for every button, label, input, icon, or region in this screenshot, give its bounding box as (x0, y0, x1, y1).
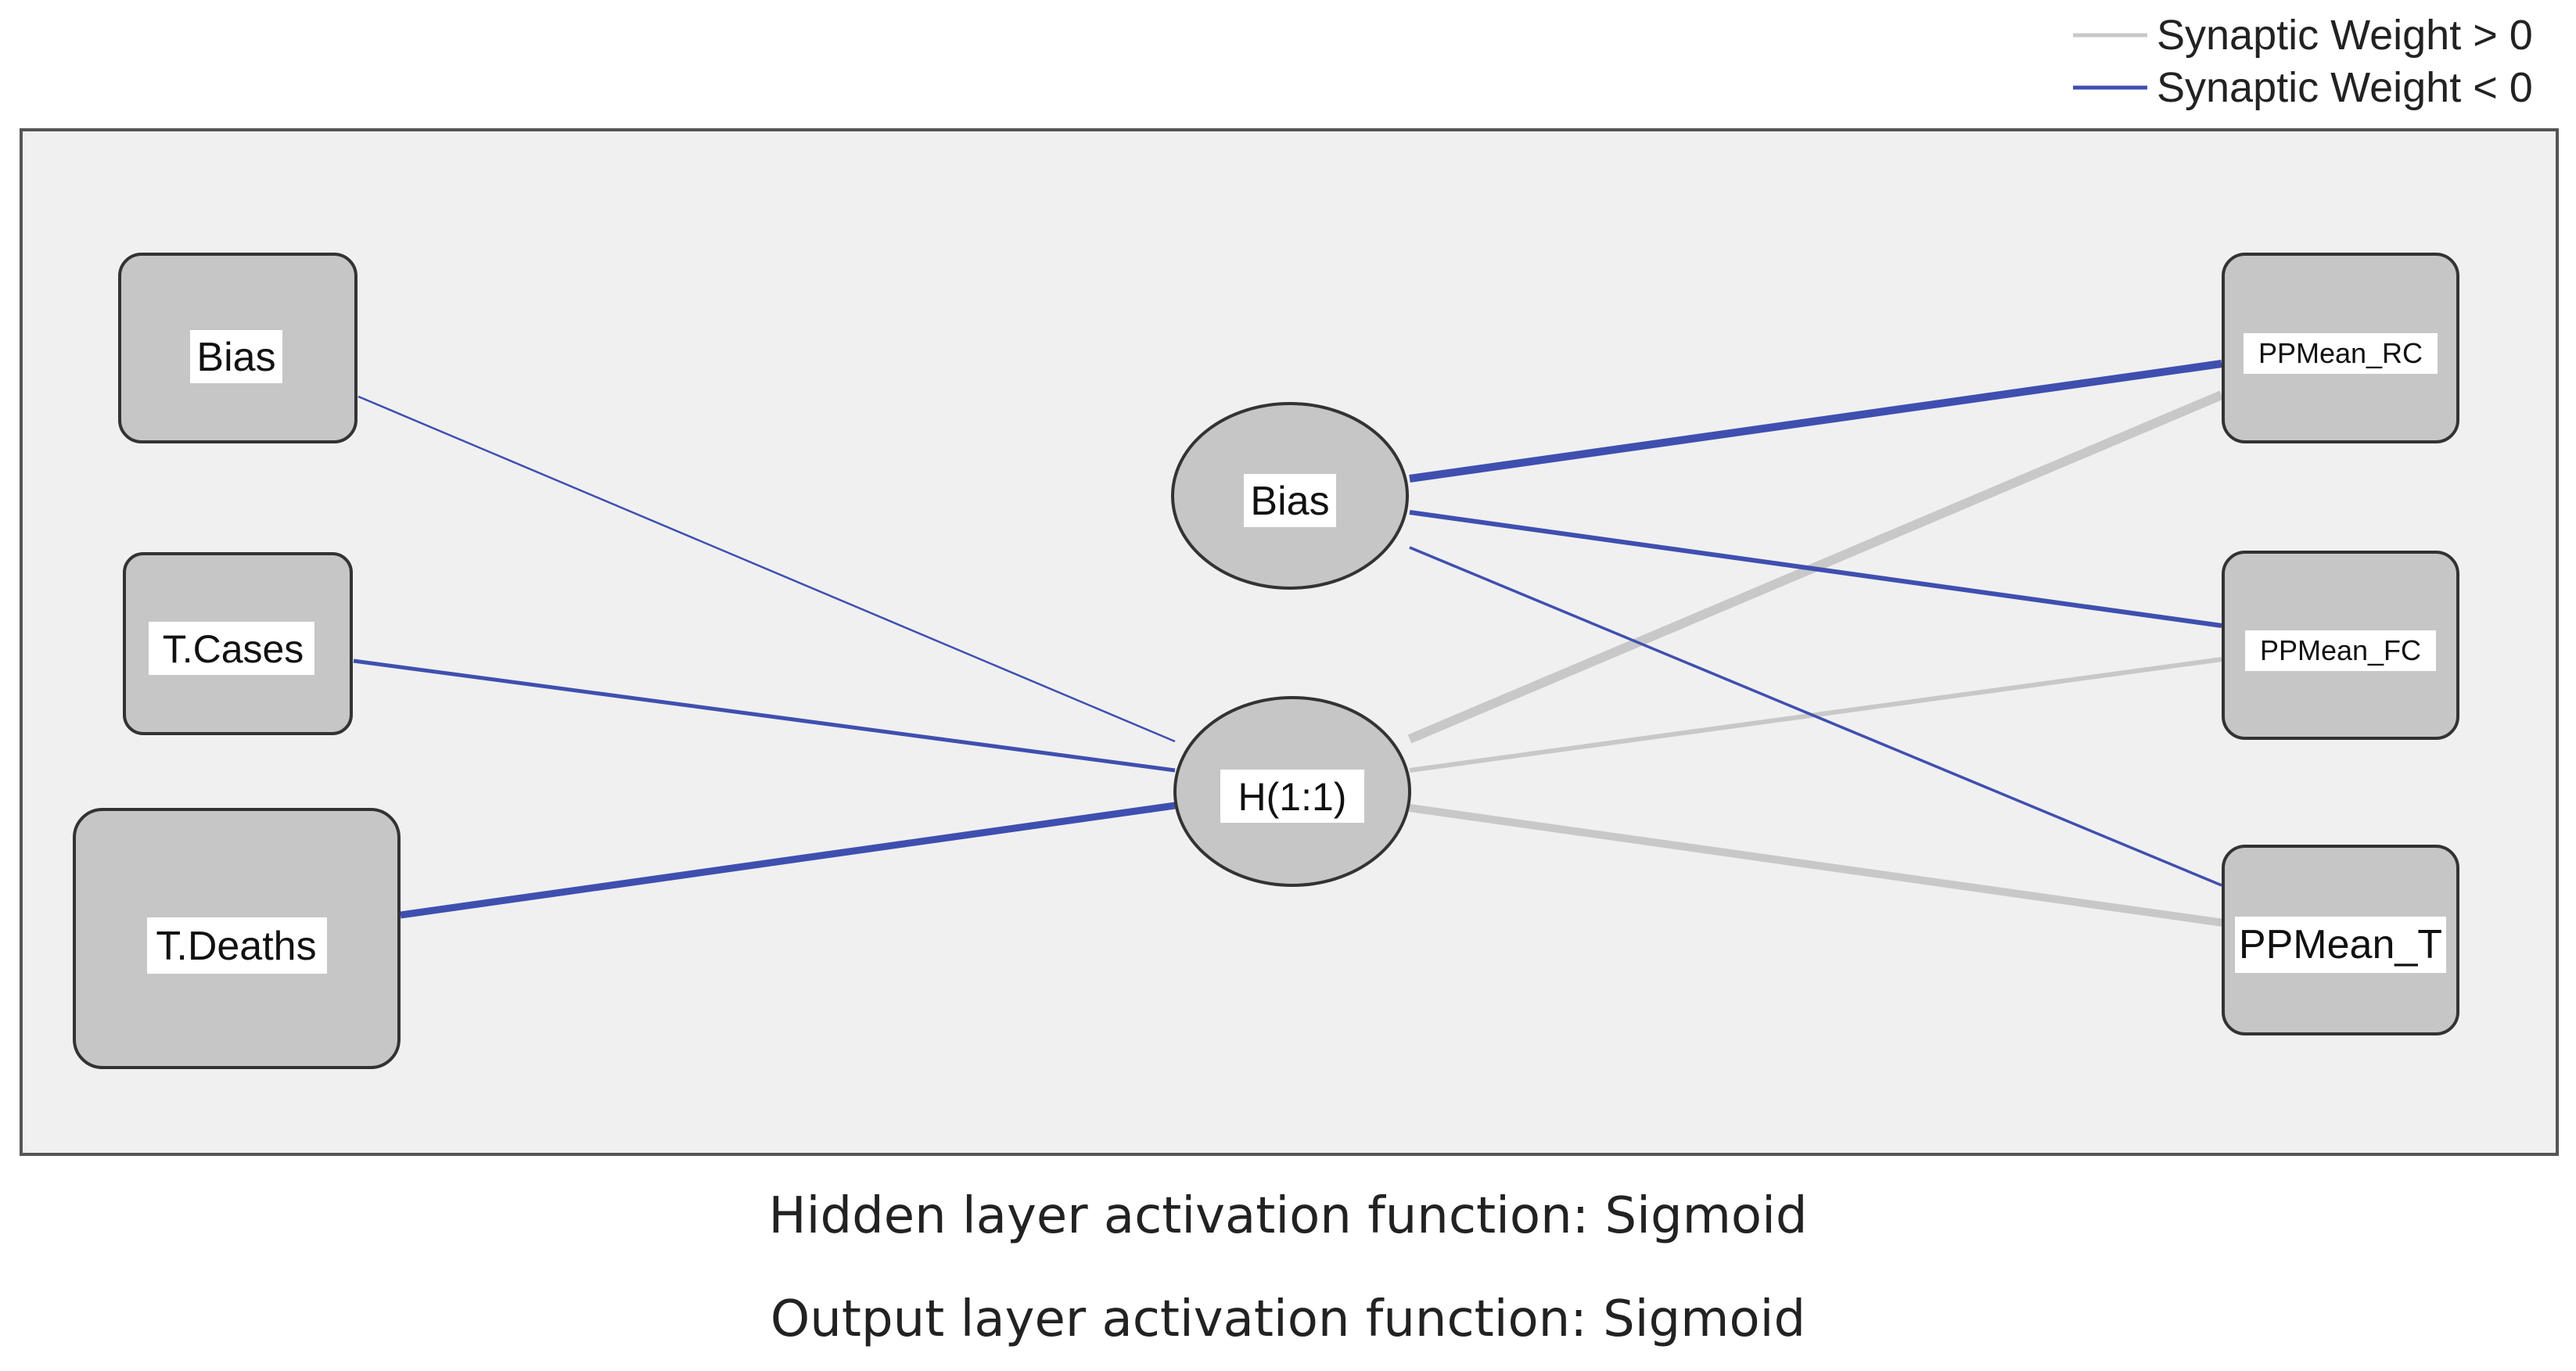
connections (353, 360, 2224, 927)
output-node-ppmean-rc-label: PPMean_RC (2258, 337, 2423, 369)
connection-h11-to-ppmean-fc (1409, 657, 2222, 773)
output-node-ppmean-rc: PPMean_RC (2222, 253, 2459, 443)
hidden-node-h11: H(1:1) (1173, 696, 1411, 887)
hidden-activation-caption: Hidden layer activation function: Sigmoi… (768, 1187, 1808, 1245)
input-node-bias: Bias (118, 253, 357, 443)
connection-t-cases-to-h11 (353, 659, 1176, 773)
diagram-frame (20, 128, 2559, 1156)
legend-positive-label: Synaptic Weight > 0 (2157, 12, 2533, 59)
input-node-t-cases: T.Cases (123, 552, 353, 735)
legend: Synaptic Weight > 0 Synaptic Weight < 0 (2073, 12, 2533, 111)
output-node-ppmean-fc-label: PPMean_FC (2260, 634, 2421, 666)
hidden-node-bias-label: Bias (1250, 479, 1329, 524)
connection-hidden-bias-to-ppmean-fc (1409, 510, 2222, 628)
connection-h11-to-ppmean-t (1409, 804, 2224, 927)
input-node-t-deaths-label: T.Deaths (156, 924, 316, 969)
output-node-ppmean-t-label: PPMean_T (2239, 922, 2442, 967)
legend-negative-label: Synaptic Weight < 0 (2157, 64, 2533, 111)
input-node-t-cases-label: T.Cases (163, 627, 304, 671)
connection-input-bias-to-h11 (357, 395, 1176, 743)
output-activation-caption: Output layer activation function: Sigmoi… (770, 1290, 1806, 1348)
input-node-t-deaths: T.Deaths (73, 808, 401, 1069)
output-node-ppmean-fc: PPMean_FC (2222, 551, 2459, 740)
connection-hidden-bias-to-ppmean-t (1409, 546, 2222, 887)
connection-t-deaths-to-h11 (400, 802, 1176, 919)
connection-hidden-bias-to-ppmean-rc (1409, 360, 2222, 483)
hidden-node-bias: Bias (1171, 402, 1409, 590)
output-node-ppmean-t: PPMean_T (2222, 845, 2459, 1035)
hidden-node-h11-label: H(1:1) (1238, 775, 1347, 819)
input-node-bias-label: Bias (196, 335, 275, 380)
